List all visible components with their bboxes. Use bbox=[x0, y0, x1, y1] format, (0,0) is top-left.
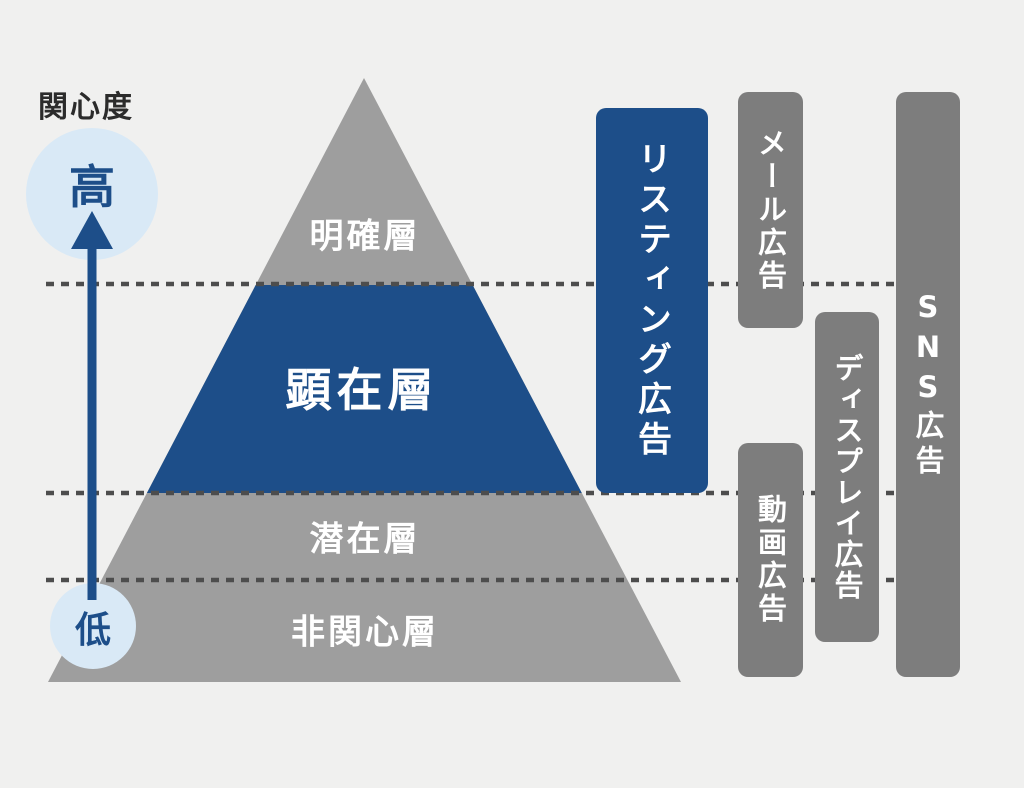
layer-manifest-label: 顕在層 bbox=[285, 363, 439, 417]
ad-sns-bar: SNS広告 bbox=[896, 92, 960, 677]
layer-manifest-band bbox=[146, 285, 582, 493]
layer-clear-label: 明確層 bbox=[309, 216, 421, 257]
axis-title: 関心度 bbox=[38, 90, 134, 125]
layer-latent-label: 潜在層 bbox=[309, 519, 421, 560]
interest-arrow-head-icon bbox=[71, 211, 113, 249]
low-circle bbox=[50, 583, 136, 669]
ad-display-bar: ディスプレイ広告 bbox=[815, 312, 879, 642]
axis-low-label: 低 bbox=[74, 610, 112, 651]
ad-video-bar: 動画広告 bbox=[738, 443, 803, 677]
ad-mail-bar: メール広告 bbox=[738, 92, 803, 328]
layer-uninterested-label: 非関心層 bbox=[291, 612, 439, 653]
ad-listing-bar: リスティング広告 bbox=[596, 108, 708, 493]
axis-high-label: 高 bbox=[69, 160, 115, 214]
high-circle bbox=[26, 128, 158, 260]
